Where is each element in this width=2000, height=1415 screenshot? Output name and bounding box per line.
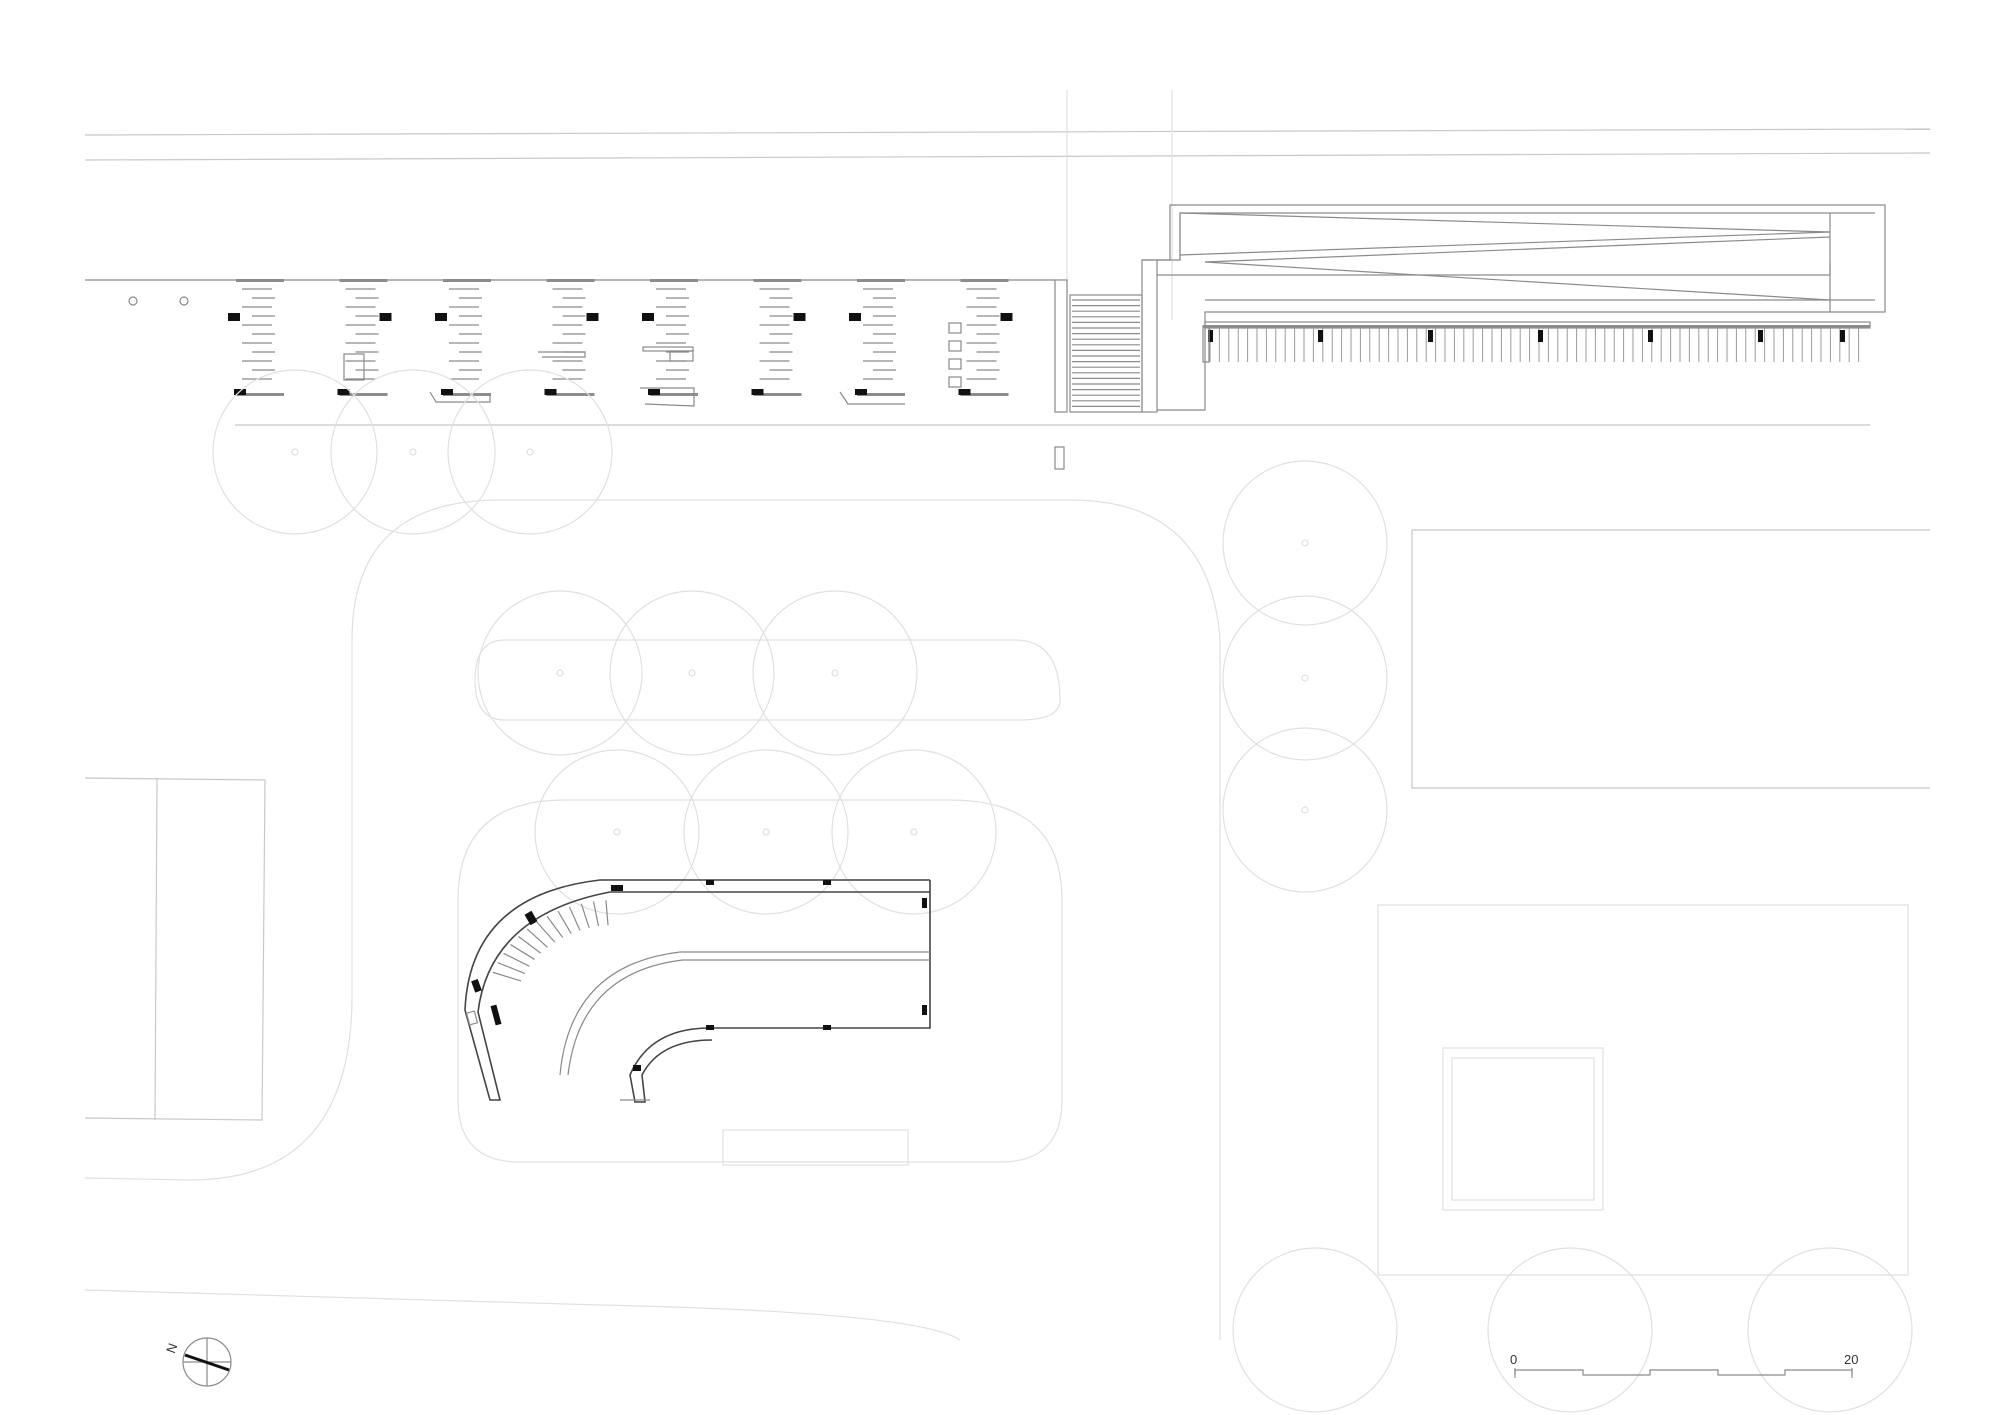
stall-module bbox=[544, 279, 599, 396]
north-label: N bbox=[163, 1341, 180, 1355]
scale-end-label: 20 bbox=[1844, 1352, 1858, 1367]
stall-module bbox=[337, 279, 392, 396]
ramp-block bbox=[1054, 259, 1158, 470]
street-edges bbox=[84, 90, 1931, 400]
stall-module bbox=[642, 279, 698, 396]
scale-start-label: 0 bbox=[1510, 1352, 1517, 1367]
stall-module bbox=[958, 279, 1013, 396]
curved-pavilion bbox=[464, 879, 931, 1103]
stall-module bbox=[849, 279, 905, 396]
stall-module bbox=[751, 279, 806, 396]
scale-bar: 0 20 bbox=[1510, 1352, 1858, 1378]
stall-module bbox=[228, 279, 284, 396]
market-stalls-building bbox=[85, 279, 1870, 426]
trees bbox=[212, 369, 1913, 1413]
left-building bbox=[84, 777, 266, 1121]
plaza-outline bbox=[84, 499, 1221, 1341]
right-buildings bbox=[1377, 529, 1930, 1276]
stall-module-group bbox=[228, 279, 1013, 407]
north-arrow: N bbox=[163, 1337, 232, 1387]
canopy-building bbox=[1142, 204, 1886, 411]
stall-module bbox=[435, 279, 491, 396]
